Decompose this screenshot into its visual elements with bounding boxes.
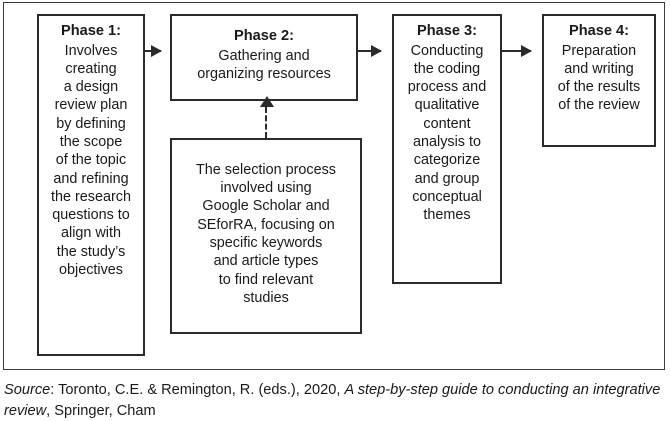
node-phase-1-body: Involves creating a design review plan b… bbox=[51, 42, 131, 278]
arrow-right-icon-phase3-phase4 bbox=[502, 45, 532, 57]
node-phase-2-body: Gathering and organizing resources bbox=[197, 47, 331, 83]
source-authors: Toronto, C.E. & Remington, R. (eds.), 20… bbox=[58, 382, 345, 398]
source-caption: Source: Toronto, C.E. & Remington, R. (e… bbox=[4, 380, 664, 421]
arrow-right-icon-phase1-phase2 bbox=[145, 45, 162, 57]
node-phase-4-title: Phase 4: bbox=[568, 23, 630, 39]
node-phase-3-body: Conducting the coding process and qualit… bbox=[407, 42, 487, 224]
source-publisher: , Springer, Cham bbox=[46, 402, 156, 419]
node-phase-4-body: Preparation and writing of the results o… bbox=[557, 42, 641, 114]
dashed-arrow-up-icon-selection-phase2 bbox=[260, 96, 274, 138]
node-selection-process: The selection process involved using Goo… bbox=[170, 138, 362, 334]
node-selection-process-body: The selection process involved using Goo… bbox=[196, 161, 336, 306]
source-separator: : bbox=[50, 382, 59, 398]
node-phase-2: Phase 2: Gathering and organizing resour… bbox=[170, 14, 358, 101]
diagram-frame: Phase 1: Involves creating a design revi… bbox=[3, 2, 665, 370]
source-title: A step-by-step guide to conducting an in… bbox=[4, 382, 661, 419]
source-label: Source bbox=[4, 382, 51, 398]
node-phase-3: Phase 3: Conducting the coding process a… bbox=[392, 14, 502, 284]
node-phase-1: Phase 1: Involves creating a design revi… bbox=[37, 14, 145, 356]
node-phase-2-title: Phase 2: bbox=[233, 28, 295, 45]
node-phase-1-title: Phase 1: bbox=[60, 23, 122, 39]
node-phase-3-title: Phase 3: bbox=[416, 23, 478, 39]
node-phase-4: Phase 4: Preparation and writing of the … bbox=[542, 14, 656, 147]
arrow-right-icon-phase2-phase3 bbox=[358, 45, 382, 57]
